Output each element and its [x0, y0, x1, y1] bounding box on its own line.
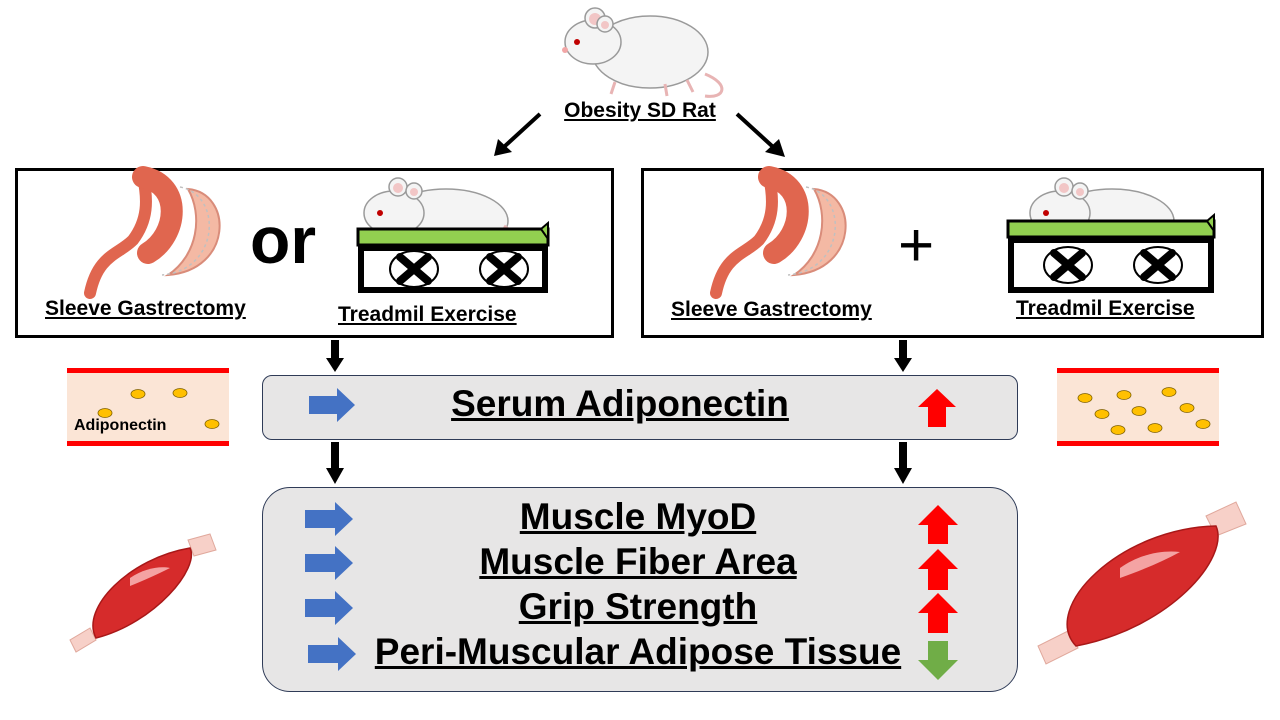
myod-increase-arrow: [918, 505, 958, 544]
obesity-rat-illustration: [562, 7, 724, 98]
small-muscle-illustration: [69, 533, 217, 653]
pmat-unchanged-arrow: [308, 637, 356, 671]
adiponectin-dot: [1161, 387, 1177, 397]
outcome-label-muscle-fiber-area: Muscle Fiber Area: [479, 541, 797, 582]
obesity-rat-title: Obesity SD Rat: [564, 99, 716, 122]
left-surgery-label: Sleeve Gastrectomy: [45, 297, 246, 320]
adiponectin-dot: [1094, 409, 1110, 419]
treadmill-with-rat-left: [356, 177, 550, 293]
adiponectin-dot: [1147, 423, 1163, 433]
large-muscle-illustration: [1037, 501, 1247, 665]
pmat-decrease-arrow: [918, 641, 958, 680]
adiponectin-dot: [1195, 419, 1211, 429]
stomach-icon: [84, 166, 221, 299]
serum-adiponectin-box: [262, 375, 1018, 440]
right-down-arrow-2: [894, 442, 912, 484]
adiponectin-dot: [1179, 403, 1195, 413]
adiponectin-dot: [204, 419, 220, 429]
arrow-to-right-panel: [735, 112, 774, 148]
right-surgery-label: Sleeve Gastrectomy: [671, 298, 872, 321]
right-blood-vessel: [1057, 368, 1219, 446]
adiponectin-dot: [97, 408, 113, 418]
myod-unchanged-arrow: [305, 502, 353, 536]
adiponectin-dot: [1110, 425, 1126, 435]
adiponectin-dot: [1131, 406, 1147, 416]
fiber-area-increase-arrow: [918, 549, 958, 590]
serum-right-increase-arrow: [918, 389, 956, 427]
serum-adiponectin-label: Serum Adiponectin: [451, 383, 789, 424]
arrow-to-left-panel: [503, 112, 542, 148]
right-connector-plus: +: [898, 211, 935, 280]
grip-strength-increase-arrow: [918, 593, 958, 633]
treadmill-with-rat-right: [1006, 177, 1216, 293]
outcome-label-peri-muscular-adipose-tissue: Peri-Muscular Adipose Tissue: [374, 631, 902, 672]
serum-left-unchanged-arrow: [309, 388, 355, 422]
left-down-arrow-2: [326, 442, 344, 484]
grip-strength-unchanged-arrow: [305, 591, 353, 625]
adiponectin-dot: [1116, 390, 1132, 400]
fiber-area-unchanged-arrow: [305, 546, 353, 580]
adiponectin-label: Adiponectin: [74, 417, 167, 434]
outcome-label-muscle-myod: Muscle MyoD: [519, 496, 757, 537]
right-exercise-label: Treadmil Exercise: [1016, 297, 1195, 320]
left-exercise-label: Treadmil Exercise: [338, 303, 517, 326]
right-down-arrow-1: [894, 340, 912, 372]
left-down-arrow-1: [326, 340, 344, 372]
left-intervention-panel: Sleeve Gastrectomy or Treadmil Exercise: [15, 166, 614, 338]
left-blood-vessel: Adiponectin: [67, 368, 229, 446]
left-connector-or: or: [250, 203, 316, 277]
stomach-icon: [710, 166, 847, 299]
muscle-outcomes-box: [262, 487, 1018, 692]
adiponectin-dot: [130, 389, 146, 399]
outcome-label-grip-strength: Grip Strength: [518, 586, 758, 627]
right-intervention-panel: Sleeve Gastrectomy + Treadmil Exercise: [641, 166, 1264, 338]
adiponectin-dot: [172, 388, 188, 398]
adiponectin-dot: [1077, 393, 1093, 403]
